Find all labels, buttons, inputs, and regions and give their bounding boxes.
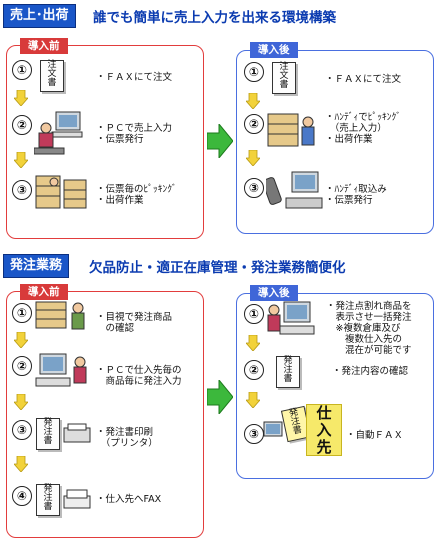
down-arrow-icon (14, 332, 28, 348)
step-number: ③ (244, 178, 264, 198)
step-number: ③ (244, 424, 264, 444)
step-number: ② (12, 356, 32, 376)
purchase-order-document-icon: 発 注 書 (276, 356, 300, 388)
down-arrow-icon (14, 152, 28, 168)
panel-title-after: 導入後 (250, 42, 298, 58)
step-description: ・自動ＦＡＸ (346, 430, 404, 441)
down-arrow-icon (14, 90, 28, 106)
section-ordering-header: 発注業務 欠品防止・適正在庫管理・発注業務簡便化 (3, 254, 435, 278)
step-description: ・ＰＣで仕入先毎の 商品毎に発注入力 (96, 365, 182, 387)
supplier-label: 仕 入 先 (306, 404, 342, 456)
purchase-order-document-icon: 発 注 書 (36, 484, 60, 516)
step-description: ・ＦＡＸにて注文 (325, 74, 402, 85)
step-description: ・ﾊﾝﾃﾞｨでﾋﾟｯｷﾝｸﾞ （売上入力） ・出荷作業 (325, 112, 402, 145)
panel-title-before: 導入前 (20, 38, 68, 54)
step-number: ① (244, 62, 264, 82)
section-tagline-ordering: 欠品防止・適正在庫管理・発注業務簡便化 (89, 260, 346, 276)
flow-arrow-icon (207, 380, 233, 414)
panel-title-before: 導入前 (20, 284, 68, 300)
down-arrow-icon (14, 394, 28, 410)
section-badge-sales: 売上･出荷 (3, 4, 76, 28)
pc-operator-icon (35, 353, 87, 387)
flow-arrow-icon (207, 124, 233, 158)
section-sales-header: 売上･出荷 誰でも簡単に売上入力を出来る環境構築 (3, 4, 435, 28)
handheld-upload-pc-icon (266, 171, 323, 209)
down-arrow-icon (246, 335, 260, 351)
down-arrow-icon (246, 392, 260, 408)
pc-operator-icon (267, 301, 315, 335)
step-description: ・ＦＡＸにて注文 (96, 72, 173, 83)
purchase-order-document-icon: 発 注 書 (36, 418, 60, 450)
section-badge-ordering: 発注業務 (3, 254, 70, 278)
step-description: ・目視で発注商品 の確認 (96, 312, 173, 334)
down-arrow-icon (246, 150, 260, 166)
step-description: ・ＰＣで売上入力 ・伝票発行 (96, 123, 173, 145)
step-description: ・伝票毎のﾋﾟｯｷﾝｸﾞ ・出荷作業 (96, 184, 177, 206)
section-tagline-sales: 誰でも簡単に売上入力を出来る環境構築 (93, 10, 336, 26)
order-document-icon: 注 文 書 (40, 60, 64, 92)
step-description: ・発注点割れ商品を 表示させ一括発注 ※複数倉庫及び 複数仕入先の 混在が可能で… (326, 301, 412, 356)
panel-title-after: 導入後 (250, 285, 298, 301)
step-description: ・発注書印刷 （プリンタ） (96, 427, 158, 449)
step-description: ・ﾊﾝﾃﾞｨ取込み ・伝票発行 (325, 184, 387, 206)
step-description: ・仕入先へFAX (96, 494, 162, 505)
step-number: ② (244, 360, 264, 380)
order-document-icon: 注 文 書 (272, 62, 296, 94)
printer-icon (63, 423, 91, 443)
step-number: ③ (12, 180, 32, 200)
down-arrow-icon (246, 93, 260, 109)
fax-machine-icon (63, 489, 91, 509)
step-description: ・発注内容の確認 (332, 366, 409, 377)
step-number: ② (12, 115, 32, 135)
visual-check-shelves-icon (35, 301, 85, 330)
down-arrow-icon (14, 456, 28, 472)
step-number: ① (12, 303, 32, 323)
step-number: ④ (12, 486, 32, 506)
step-number: ① (244, 304, 264, 324)
picking-shelves-icon (35, 175, 87, 209)
step-number: ③ (12, 420, 32, 440)
pc-operator-icon (34, 111, 83, 155)
pc-icon (263, 421, 283, 437)
step-number: ② (244, 114, 264, 134)
handheld-picking-icon (267, 113, 315, 147)
step-number: ① (12, 60, 32, 80)
